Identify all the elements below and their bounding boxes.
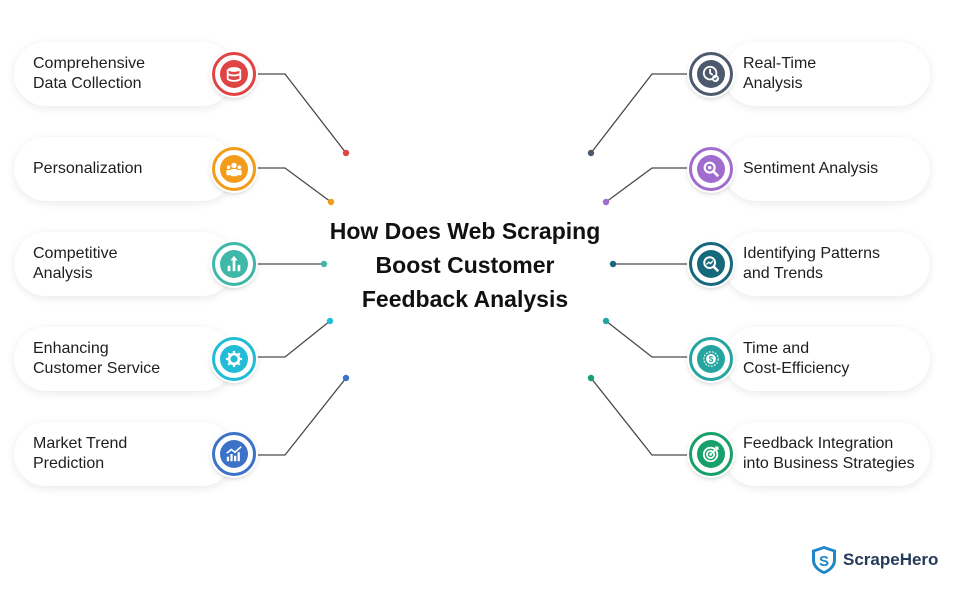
left-connector-dot [320, 260, 328, 268]
trend-chart-icon [212, 432, 256, 476]
brand-name: ScrapeHero [843, 550, 939, 569]
left-card-market-trend-prediction: Market Trend Prediction [14, 422, 234, 486]
users-icon [212, 147, 256, 191]
card-label: Feedback Integration into Business Strat… [743, 435, 915, 472]
left-connector-dot [342, 374, 350, 382]
shield-s-icon: S [812, 546, 836, 574]
right-connector-dot [602, 198, 610, 206]
card-label: Personalization [33, 160, 143, 177]
dollar-icon: $ [689, 337, 733, 381]
right-card-identifying-patterns-and-trends: Identifying Patterns and Trends [724, 232, 930, 296]
left-connector-dot [327, 198, 335, 206]
right-connector-dot [587, 149, 595, 157]
left-connector-line [252, 73, 347, 154]
gear-icon [212, 337, 256, 381]
right-connector-dot [609, 260, 617, 268]
left-connector-line [252, 167, 332, 203]
magnifier-icon [689, 147, 733, 191]
right-connector-dot [587, 374, 595, 382]
right-connector-line [590, 73, 708, 154]
card-label: Market Trend Prediction [33, 435, 128, 472]
left-connector-dot [326, 317, 334, 325]
clock-icon [689, 52, 733, 96]
right-connector-dot [602, 317, 610, 325]
left-card-comprehensive-data-collection: Comprehensive Data Collection [14, 42, 234, 106]
svg-text:S: S [819, 553, 829, 570]
card-label: Enhancing Customer Service [33, 340, 161, 377]
bar-growth-icon [212, 242, 256, 286]
database-icon [212, 52, 256, 96]
right-card-feedback-integration-into-business-strategies: Feedback Integration into Business Strat… [724, 422, 930, 486]
card-label: Real-Time Analysis [743, 55, 817, 92]
card-label: Identifying Patterns and Trends [743, 245, 880, 282]
brand-logo: S ScrapeHero [811, 545, 938, 575]
left-card-enhancing-customer-service: Enhancing Customer Service [14, 327, 234, 391]
diagram-title: How Does Web Scraping Boost Customer Fee… [329, 218, 601, 312]
card-label: Sentiment Analysis [743, 160, 879, 177]
left-card-competitive-analysis: Competitive Analysis [14, 232, 234, 296]
svg-text:$: $ [709, 355, 714, 364]
right-card-sentiment-analysis: Sentiment Analysis [724, 137, 930, 201]
left-connector-line [252, 320, 331, 358]
right-card-real-time-analysis: Real-Time Analysis [724, 42, 930, 106]
card-label: Competitive Analysis [33, 245, 118, 282]
card-label: Comprehensive Data Collection [33, 55, 146, 92]
left-card-personalization: Personalization [14, 137, 234, 201]
card-label: Time and Cost-Efficiency [743, 340, 850, 377]
search-trend-icon [689, 242, 733, 286]
target-icon [689, 432, 733, 476]
right-card-time-and-cost-efficiency: Time and Cost-Efficiency [724, 327, 930, 391]
left-connector-line [252, 377, 347, 456]
left-connector-dot [342, 149, 350, 157]
